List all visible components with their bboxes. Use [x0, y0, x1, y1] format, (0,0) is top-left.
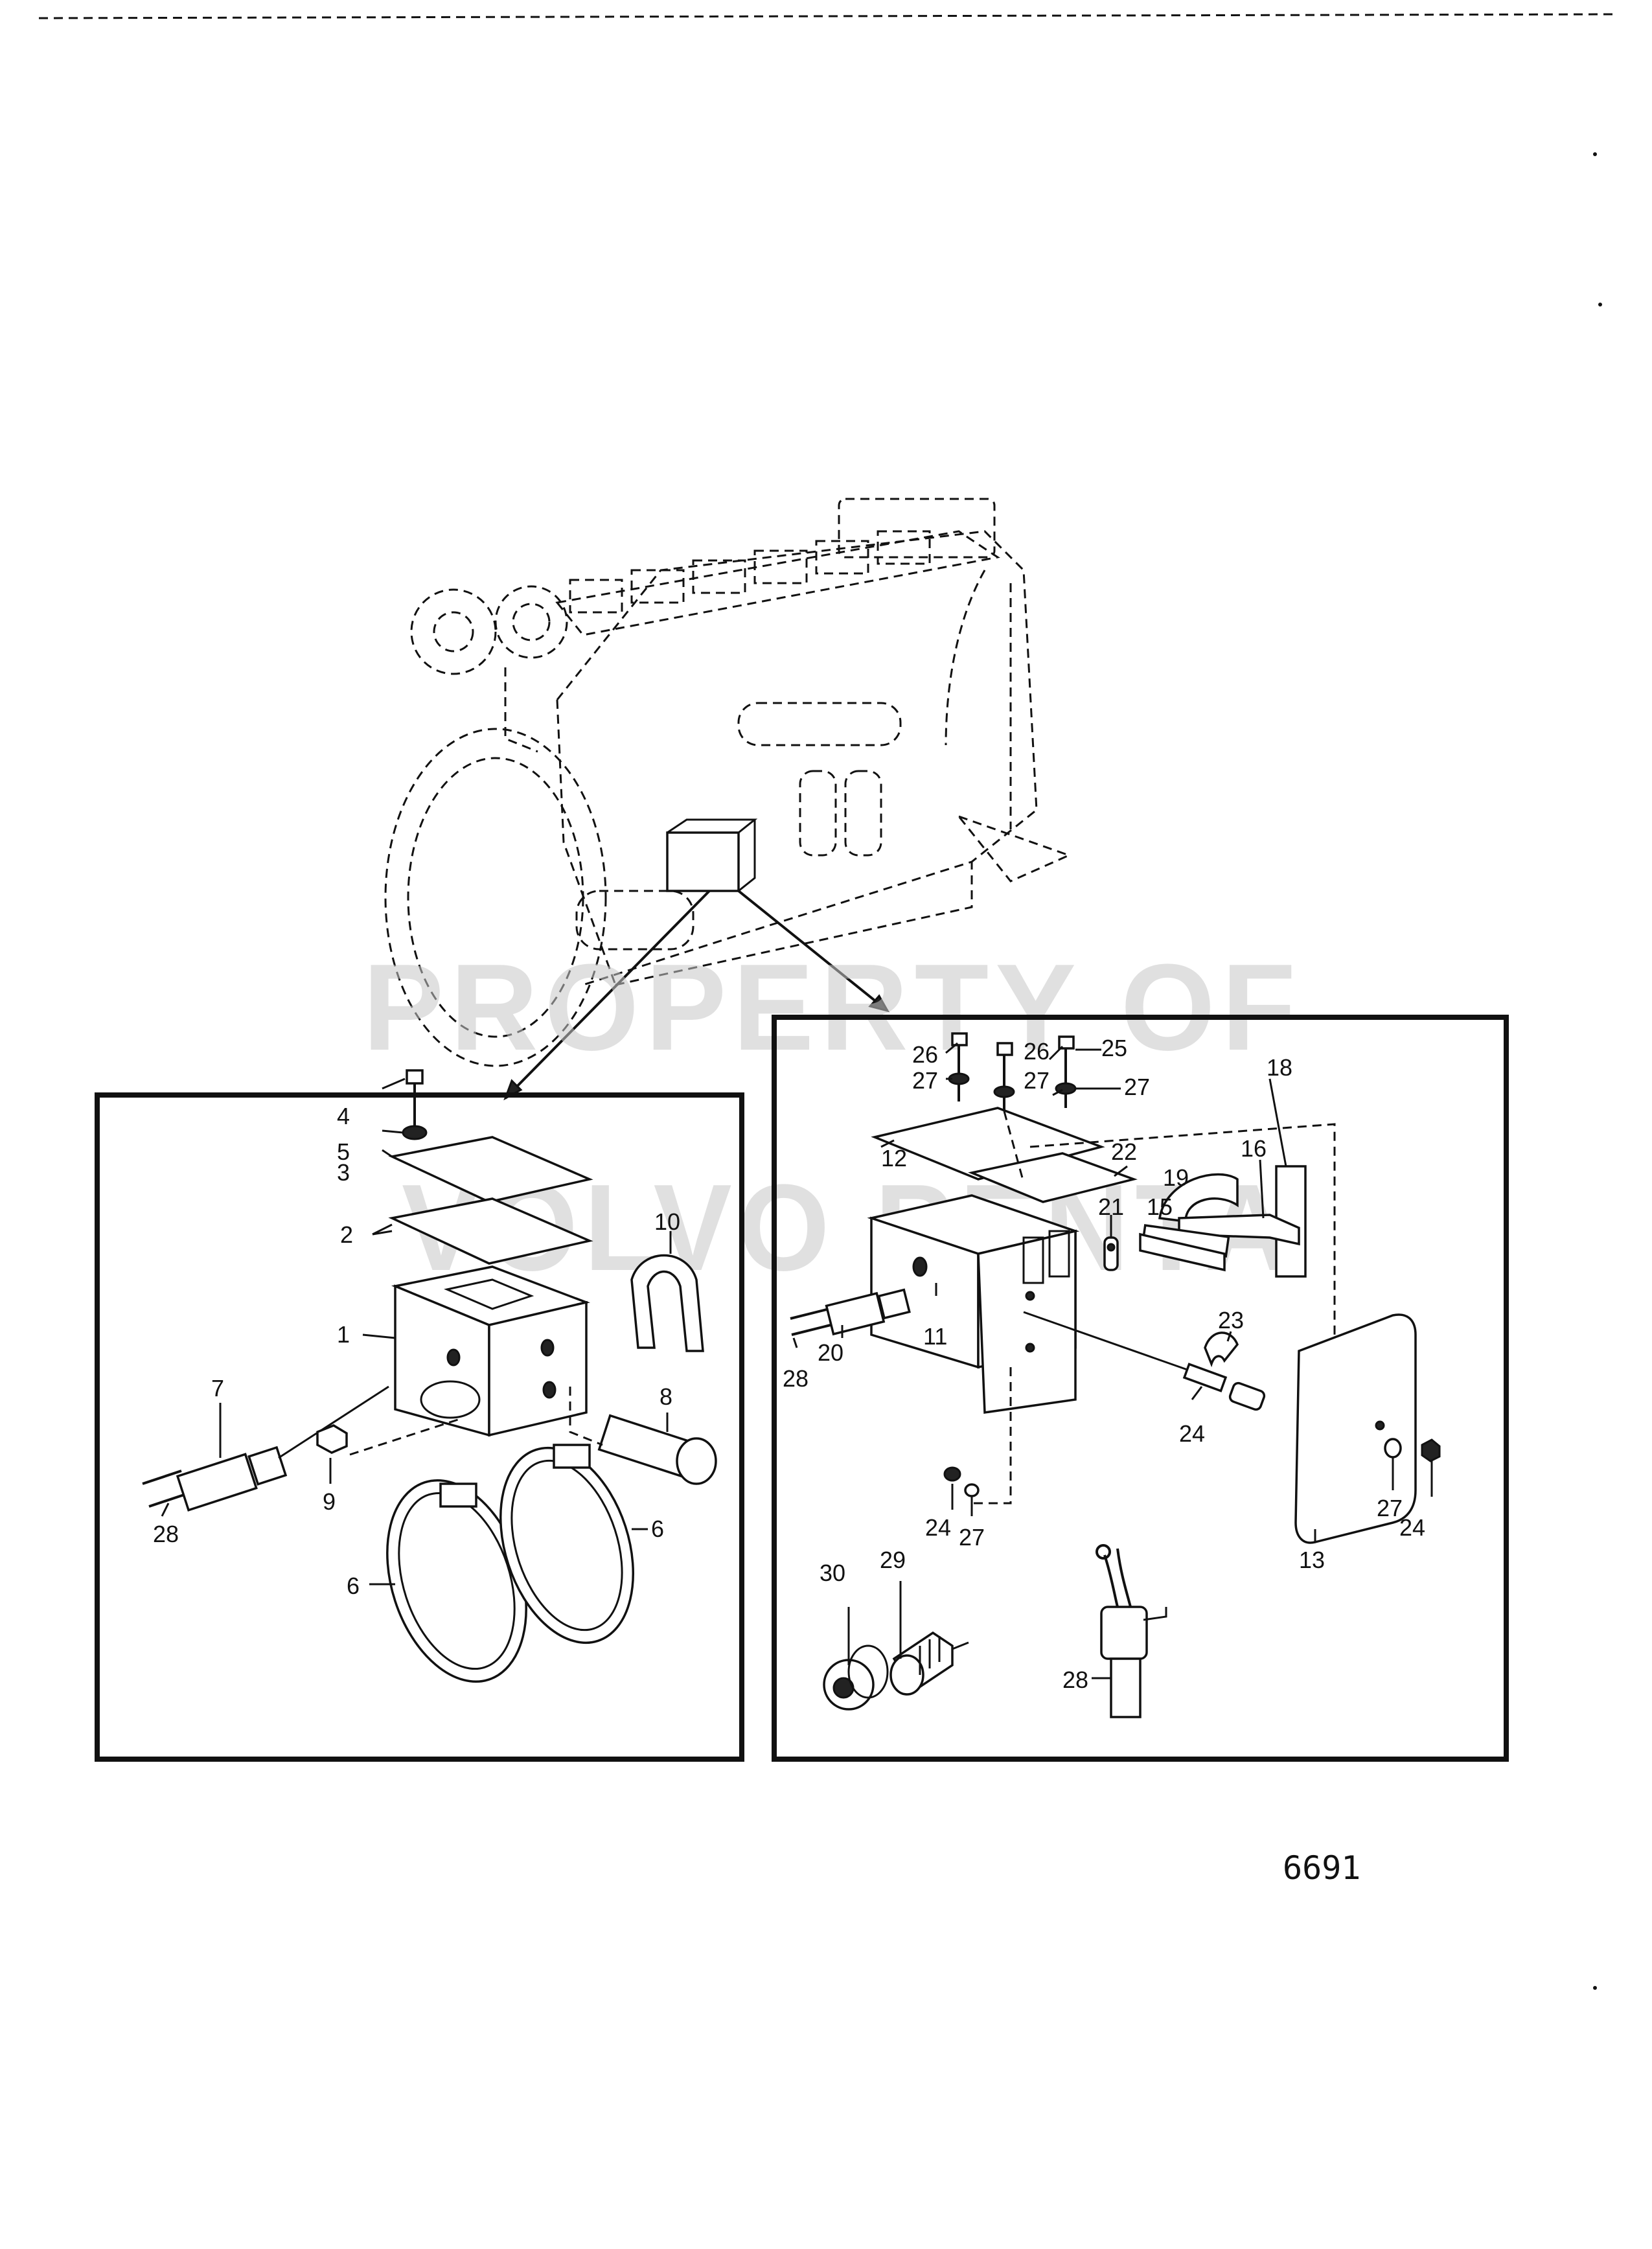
left-detail-panel: 4 5 3 2 1 10 7 8 28 9 6 6: [95, 1069, 744, 1762]
housing-block: [391, 1265, 590, 1437]
callout-15: 15: [1147, 1194, 1173, 1220]
callout-2: 2: [340, 1221, 353, 1248]
callout-19: 20: [818, 1339, 843, 1366]
engine-outline: [384, 498, 1072, 1067]
box-11: [867, 1194, 1080, 1414]
callout-30: 30: [820, 1560, 845, 1586]
callout-3: 3: [337, 1159, 350, 1186]
callout-6: 6: [347, 1573, 360, 1599]
bracket-16-17: [1141, 1165, 1307, 1278]
callout-26-mid: 26: [1024, 1038, 1050, 1065]
callout-29: 29: [880, 1547, 906, 1573]
figure-number: 6691: [1283, 1849, 1360, 1887]
callout-1: 1: [337, 1321, 350, 1348]
callout-20: 21: [1098, 1194, 1124, 1220]
callout-6b: 6: [651, 1516, 664, 1542]
nut-24-right: [1421, 1438, 1441, 1462]
stud-23: [1023, 1311, 1266, 1411]
callout-27-a: 27: [912, 1067, 938, 1094]
callout-24-left: 24: [925, 1514, 951, 1541]
gasket-part: [388, 1197, 593, 1265]
cover-bolts: [948, 1032, 1077, 1111]
terminal-20: [1103, 1236, 1119, 1271]
left-leader-lines: [161, 1078, 672, 1586]
callout-24-right: 24: [1399, 1514, 1425, 1541]
callout-27-e: 27: [1377, 1495, 1403, 1521]
callout-7: 7: [211, 1375, 224, 1401]
callout-27-c: 27: [1124, 1074, 1150, 1100]
margin-specks: [1593, 152, 1602, 1990]
hose-22: [1204, 1332, 1239, 1368]
callout-16: 16: [1241, 1135, 1267, 1162]
watermark-line1: PROPERTY OF: [363, 939, 1302, 1076]
top-dashed-rule: [38, 13, 1614, 19]
callout-28: 28: [153, 1521, 179, 1547]
callout-27-d: 27: [959, 1524, 985, 1551]
callout-23: 24: [1179, 1420, 1205, 1447]
washer-27-left: [964, 1483, 980, 1497]
callout-10: 10: [654, 1208, 680, 1235]
hose-clamp-right: [499, 1444, 635, 1644]
nut-part: [316, 1424, 348, 1454]
bushing-30: [823, 1644, 889, 1711]
callout-8: 8: [660, 1383, 672, 1410]
callout-4: 4: [337, 1103, 350, 1129]
nut-24-left: [943, 1466, 961, 1482]
temp-sensor-28: [1096, 1544, 1167, 1718]
left-callouts: 4 5 3 2 1 10 7 8 28 9 6 6: [153, 1103, 680, 1599]
plate-15: [1139, 1232, 1226, 1272]
rocker-cover-row: [569, 530, 931, 614]
callout-25: 25: [1101, 1035, 1127, 1061]
gasket-21: [968, 1152, 1138, 1203]
callout-22: 23: [1218, 1307, 1244, 1333]
cover-plate: [388, 1136, 593, 1203]
plug-part: [569, 1387, 717, 1485]
switch-29: [889, 1631, 969, 1696]
callout-18: 19: [1163, 1164, 1189, 1191]
callout-11: 11: [923, 1323, 947, 1350]
callout-28-sensor: 28: [1062, 1667, 1088, 1693]
cover-13: [1294, 1313, 1417, 1544]
bolt-part: [406, 1069, 424, 1127]
pointer-arrows: [503, 890, 890, 1101]
callout-26-left: 26: [912, 1041, 938, 1068]
fitting-19: [790, 1288, 911, 1336]
callout-12: 12: [881, 1145, 907, 1171]
rubber-strip-18: [1158, 1173, 1239, 1223]
callout-17: 18: [1267, 1054, 1292, 1081]
callout-21: 22: [1111, 1138, 1137, 1165]
right-leader-lines: [792, 1042, 1433, 1679]
hose-clamp-left: [386, 1479, 527, 1683]
callout-28-right: 28: [783, 1365, 809, 1392]
callout-9: 9: [323, 1488, 336, 1515]
washer-27-right: [1384, 1438, 1402, 1459]
u-clip-part: [630, 1254, 704, 1352]
callout-5: 5: [337, 1138, 350, 1165]
callout-13: 13: [1299, 1547, 1325, 1573]
union-fitting: [142, 1385, 389, 1512]
callout-27-b: 27: [1024, 1067, 1050, 1094]
washer-part: [402, 1125, 428, 1140]
right-callouts: 26 26 25 27 27 27 18 22 16 12 19 15 21 2…: [783, 1035, 1425, 1693]
right-detail-panel: 26 26 25 27 27 27 18 22 16 12 19 15 21 2…: [772, 1015, 1509, 1762]
